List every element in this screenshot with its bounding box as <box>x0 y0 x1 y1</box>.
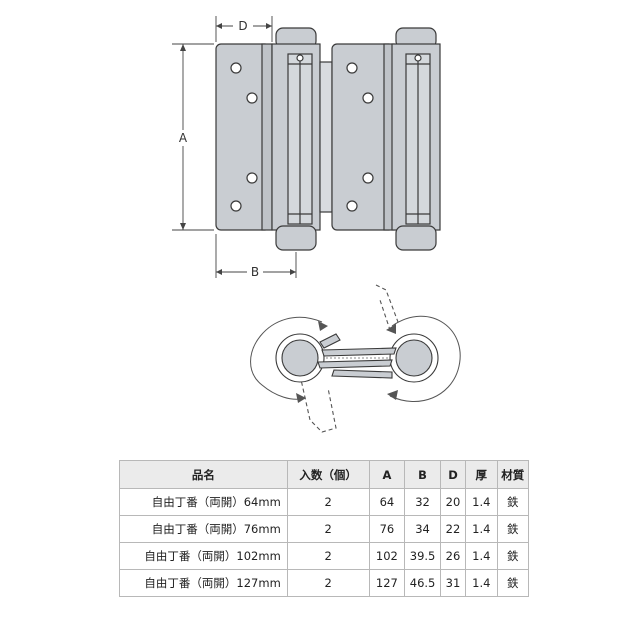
screw-hole <box>230 200 242 212</box>
leaf-section <box>321 347 397 357</box>
arrowhead <box>318 321 328 331</box>
screw-hole <box>246 172 258 184</box>
hinge-diagram: D A B <box>172 16 461 433</box>
cell-d: 31 <box>439 569 467 597</box>
cell-a: 102 <box>368 542 406 570</box>
cell-d: 22 <box>439 515 467 543</box>
table-header-row: 品名 入数（個） A B D 厚 材質 <box>119 460 529 489</box>
screw-hole <box>230 62 242 74</box>
cell-thickness: 1.4 <box>465 515 498 543</box>
dimension-arrowheads <box>180 23 296 275</box>
cell-material: 鉄 <box>496 515 529 543</box>
table-row: 自由丁番（両開）127mm 2 127 46.5 31 1.4 鉄 <box>119 569 529 597</box>
dimension-label-b: B <box>251 265 259 279</box>
cell-product-name: 自由丁番（両開）64mm <box>119 488 288 516</box>
left-barrel-bottom-cap <box>275 225 317 251</box>
cell-a: 127 <box>368 569 406 597</box>
cell-a: 64 <box>368 488 406 516</box>
screw-hole <box>362 172 374 184</box>
cell-d: 26 <box>439 542 467 570</box>
dimension-label-d: D <box>238 19 247 33</box>
cell-b: 39.5 <box>404 542 441 570</box>
header-quantity: 入数（個） <box>286 460 370 489</box>
cell-material: 鉄 <box>496 488 529 516</box>
table-row: 自由丁番（両開）64mm 2 64 32 20 1.4 鉄 <box>119 488 529 516</box>
table-row: 自由丁番（両開）76mm 2 76 34 22 1.4 鉄 <box>119 515 529 543</box>
header-d: D <box>439 460 467 489</box>
leaf-section <box>319 333 341 349</box>
cell-product-name: 自由丁番（両開）102mm <box>119 542 288 570</box>
cell-thickness: 1.4 <box>465 569 498 597</box>
dimension-label-a: A <box>179 131 188 145</box>
hinge-front-view <box>215 27 441 251</box>
cell-thickness: 1.4 <box>465 488 498 516</box>
cell-a: 76 <box>368 515 406 543</box>
header-material: 材質 <box>496 460 529 489</box>
leaf-section <box>317 359 393 369</box>
center-connector <box>319 61 333 213</box>
swing-arrows <box>250 315 461 402</box>
dimension-lines <box>172 16 297 278</box>
hinge-top-view <box>250 284 461 433</box>
left-leaf-edge <box>261 43 273 231</box>
cell-thickness: 1.4 <box>465 542 498 570</box>
cell-quantity: 2 <box>286 488 370 516</box>
screw-hole <box>362 92 374 104</box>
cell-b: 34 <box>404 515 441 543</box>
adjust-hole <box>414 54 422 62</box>
arrowhead <box>386 324 396 334</box>
header-b: B <box>404 460 441 489</box>
header-thickness: 厚 <box>465 460 498 489</box>
cell-quantity: 2 <box>286 515 370 543</box>
cell-material: 鉄 <box>496 569 529 597</box>
header-a: A <box>368 460 406 489</box>
arrowhead <box>296 393 306 403</box>
header-product-name: 品名 <box>119 460 288 489</box>
right-barrel-bottom-cap <box>395 225 437 251</box>
cell-quantity: 2 <box>286 542 370 570</box>
cell-b: 46.5 <box>404 569 441 597</box>
cell-product-name: 自由丁番（両開）76mm <box>119 515 288 543</box>
leaf-section <box>331 369 393 379</box>
cell-material: 鉄 <box>496 542 529 570</box>
arrowhead <box>387 390 398 400</box>
cell-b: 32 <box>404 488 441 516</box>
screw-hole <box>346 200 358 212</box>
screw-hole <box>246 92 258 104</box>
cell-d: 20 <box>439 488 467 516</box>
cell-quantity: 2 <box>286 569 370 597</box>
cell-product-name: 自由丁番（両開）127mm <box>119 569 288 597</box>
spec-table: 品名 入数（個） A B D 厚 材質 自由丁番（両開）64mm 2 64 32… <box>119 460 529 597</box>
adjust-hole <box>296 54 304 62</box>
screw-hole <box>346 62 358 74</box>
table-row: 自由丁番（両開）102mm 2 102 39.5 26 1.4 鉄 <box>119 542 529 570</box>
